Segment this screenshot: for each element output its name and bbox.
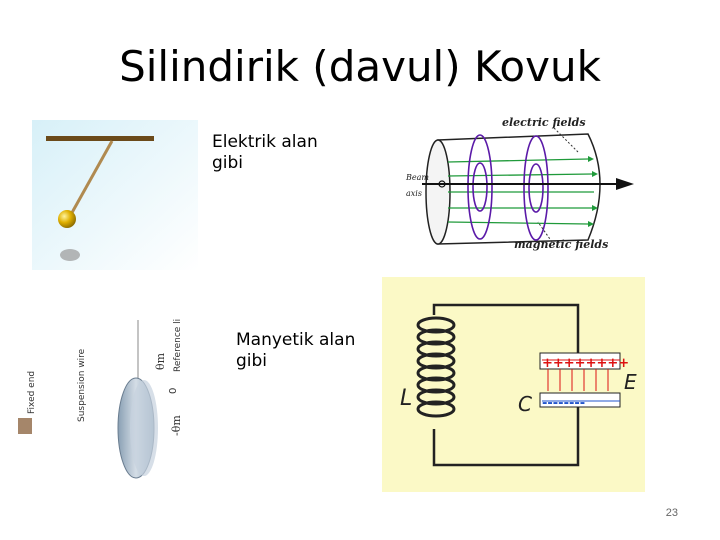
reference-line-label: Reference line — [173, 318, 183, 372]
electric-fields-label: electric fields — [502, 116, 586, 129]
slide-title: Silindirik (davul) Kovuk — [119, 42, 601, 91]
torsion-pendulum-figure: Fixed end Suspension wire Reference line… — [18, 307, 214, 480]
electric-caption: Elektrik alan gibi — [212, 132, 318, 173]
slide-number: 23 — [665, 507, 678, 519]
pendulum-bob — [58, 210, 76, 228]
magnetic-caption: Manyetik alan gibi — [236, 330, 356, 371]
pendulum-support — [46, 136, 154, 141]
field-e-label: E — [624, 370, 637, 394]
axis-label: axis — [406, 189, 422, 198]
pendulum-figure — [32, 120, 198, 270]
zero-label: 0 — [168, 388, 179, 394]
cavity-figure: electric fields magnetic fields Beam axi… — [402, 112, 646, 254]
neg-theta-label: -θm — [170, 415, 183, 436]
lc-circuit-figure: ++++++++ -------- L C E — [382, 277, 645, 492]
inductor-label: L — [400, 386, 412, 411]
magnetic-fields-label: magnetic fields — [514, 238, 608, 251]
plus-charges: ++++++++ — [542, 356, 629, 371]
beam-label: Beam — [405, 173, 429, 182]
suspension-wire-label: Suspension wire — [77, 348, 87, 422]
capacitor-label: C — [518, 392, 532, 416]
theta-max-label: θm — [154, 352, 167, 370]
minus-charges: -------- — [542, 396, 585, 411]
fixed-end-label: Fixed end — [27, 371, 37, 414]
